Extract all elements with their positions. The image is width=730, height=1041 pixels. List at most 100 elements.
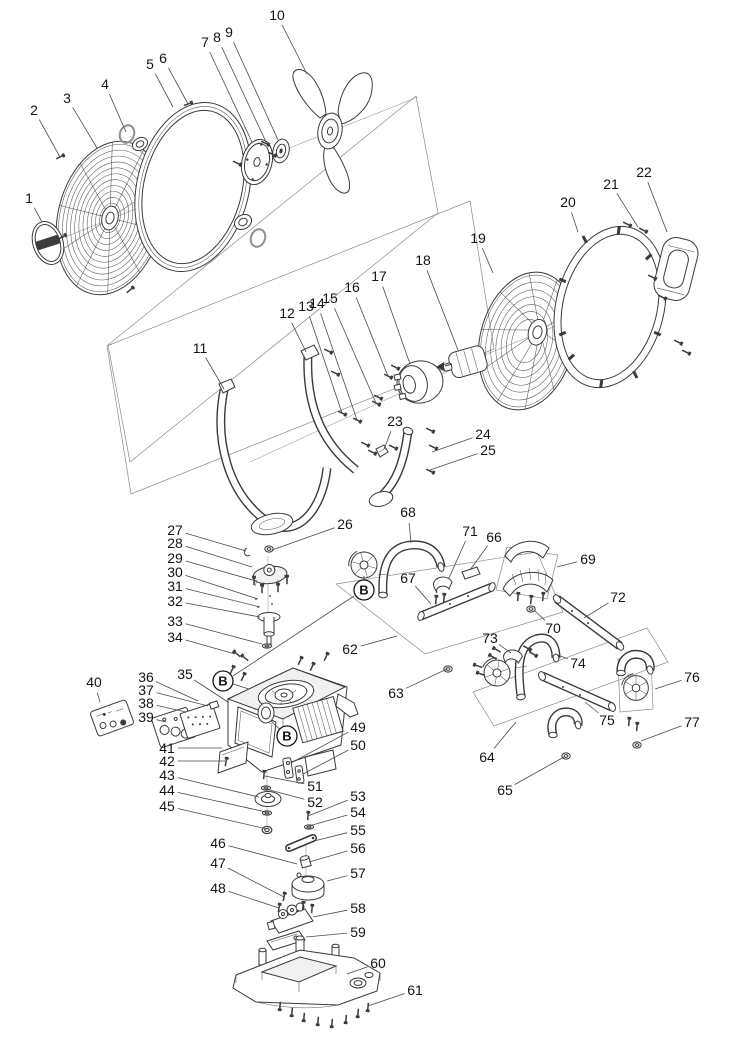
motor — [436, 345, 488, 379]
part-label-68: 68 — [400, 504, 416, 520]
leader-line-63 — [405, 668, 448, 689]
part-label-1: 1 — [25, 190, 33, 206]
gear-plate — [266, 902, 314, 934]
part-label-37: 37 — [138, 682, 154, 698]
part-label-30: 30 — [167, 564, 183, 580]
leader-line-2 — [38, 119, 61, 158]
rear-ring-frame — [553, 225, 667, 389]
label-sticker — [461, 566, 481, 580]
part-label-27: 27 — [167, 522, 183, 538]
part-label-36: 36 — [138, 669, 154, 685]
part-label-61: 61 — [407, 982, 423, 998]
part-label-38: 38 — [138, 695, 154, 711]
part-label-52: 52 — [307, 794, 323, 810]
part-label-57: 57 — [350, 865, 366, 881]
part-label-54: 54 — [350, 804, 366, 820]
part-label-19: 19 — [470, 230, 486, 246]
arm-clip — [375, 444, 389, 458]
lower-drive-stack — [254, 785, 325, 951]
leader-line-70 — [533, 609, 546, 621]
leader-line-34 — [185, 639, 236, 655]
leader-line-56 — [308, 850, 348, 863]
pipe-clamp-1 — [432, 576, 453, 594]
motor-rear-housing — [393, 360, 444, 404]
part-label-60: 60 — [370, 955, 386, 971]
part-label-77: 77 — [684, 714, 700, 730]
leader-line-54 — [308, 814, 348, 827]
leader-line-58 — [312, 909, 348, 918]
bushing — [299, 855, 312, 869]
leader-line-36 — [155, 681, 199, 702]
pipe-clamp-2 — [503, 649, 523, 666]
leader-line-6 — [167, 67, 189, 105]
part-label-45: 45 — [159, 798, 175, 814]
front-ring-frame — [131, 101, 253, 273]
leader-line-43 — [177, 777, 260, 798]
leader-line-57 — [326, 875, 348, 882]
leader-line-4 — [109, 93, 127, 133]
leader-line-46 — [228, 845, 298, 865]
part-label-46: 46 — [210, 835, 226, 851]
part-label-15: 15 — [322, 290, 338, 306]
part-label-73: 73 — [482, 630, 498, 646]
part-label-59: 59 — [350, 924, 366, 940]
leader-line-19 — [481, 247, 494, 274]
part-label-42: 42 — [159, 753, 175, 769]
leader-line-24 — [431, 437, 473, 453]
part-label-49: 49 — [350, 719, 366, 735]
part-label-24: 24 — [475, 426, 491, 442]
part-label-29: 29 — [167, 550, 183, 566]
leader-line-31 — [185, 588, 261, 608]
leader-line-53 — [307, 799, 348, 817]
part-label-70: 70 — [545, 620, 561, 636]
part-label-17: 17 — [371, 268, 387, 284]
part-label-75: 75 — [599, 712, 615, 728]
leader-line-59 — [305, 932, 348, 938]
part-label-35: 35 — [177, 666, 193, 682]
leader-line-50 — [302, 749, 349, 775]
part-label-12: 12 — [279, 305, 295, 321]
part-label-28: 28 — [167, 535, 183, 551]
leader-line-10 — [281, 24, 308, 75]
leader-line-47 — [227, 867, 285, 898]
leader-line-27 — [185, 532, 247, 552]
rear-guard-arm — [368, 426, 414, 507]
part-label-8: 8 — [213, 29, 221, 45]
panel-bracket — [208, 700, 220, 710]
leader-line-22 — [647, 182, 668, 233]
leader-line-11 — [205, 357, 225, 390]
leader-line-18 — [426, 270, 459, 351]
base-pan — [232, 935, 381, 1009]
guard-arm-right — [300, 344, 359, 474]
leader-line-12 — [291, 322, 307, 353]
part-label-25: 25 — [480, 442, 496, 458]
part-label-50: 50 — [350, 737, 366, 753]
part-label-34: 34 — [167, 629, 183, 645]
leader-line-44 — [177, 792, 267, 813]
logo-badge — [31, 221, 65, 265]
part-label-76: 76 — [684, 669, 700, 685]
leader-line-33 — [185, 623, 263, 645]
leader-line-51 — [264, 775, 305, 785]
part-label-26: 26 — [337, 516, 353, 532]
grilles-layer — [55, 140, 577, 411]
leader-line-45 — [177, 808, 268, 830]
part-label-23: 23 — [387, 413, 403, 429]
part-label-7: 7 — [201, 34, 209, 50]
spinner-cap — [272, 138, 290, 164]
detail-connector-line — [232, 595, 355, 677]
part-label-16: 16 — [344, 279, 360, 295]
part-label-55: 55 — [350, 822, 366, 838]
part-label-66: 66 — [486, 529, 502, 545]
leader-line-69 — [556, 561, 578, 568]
link-lever — [285, 834, 317, 852]
leader-line-26 — [271, 527, 335, 551]
detail-marker-leader-3 — [270, 720, 280, 730]
part-label-14: 14 — [309, 295, 325, 311]
detail-marker-label-1: B — [359, 583, 368, 598]
leader-line-68 — [408, 522, 412, 544]
leader-line-77 — [640, 725, 682, 742]
leader-line-65 — [514, 756, 565, 785]
part-label-67: 67 — [400, 570, 416, 586]
